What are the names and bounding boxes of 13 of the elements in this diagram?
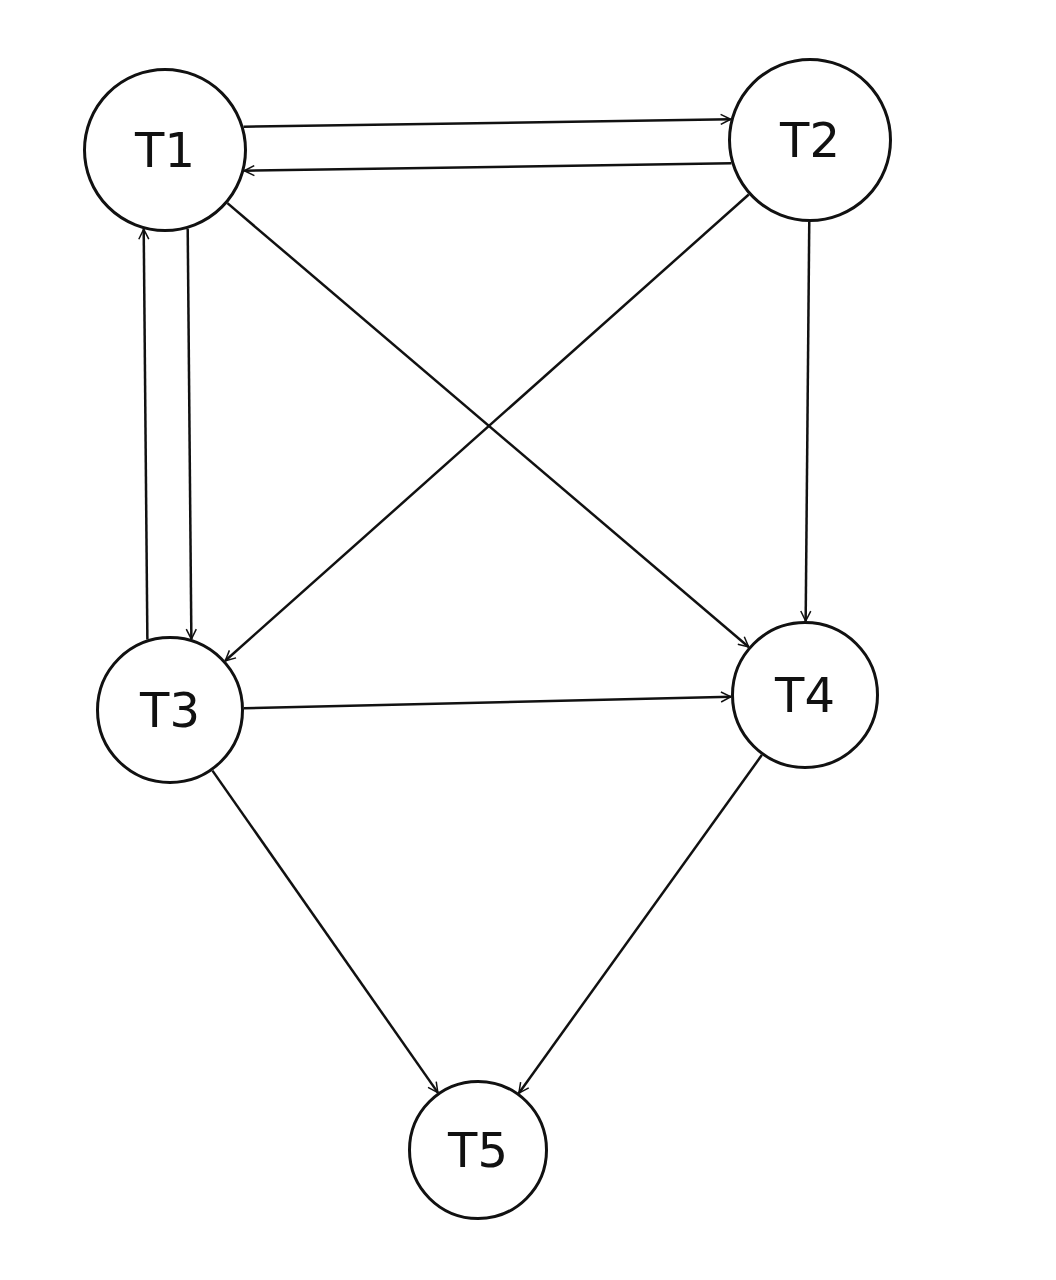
- arrow: [243, 161, 732, 177]
- arrow: [185, 228, 198, 640]
- arrow: [517, 754, 763, 1094]
- node-label: T4: [775, 667, 835, 723]
- arrow: [243, 113, 732, 129]
- arrow: [138, 228, 150, 640]
- node-label: T3: [140, 682, 200, 738]
- arrow: [211, 769, 439, 1094]
- arrow: [800, 222, 812, 622]
- node-label: T1: [135, 122, 195, 178]
- node-label: T2: [780, 112, 840, 168]
- node-label: T5: [448, 1122, 508, 1178]
- arrow: [243, 691, 732, 710]
